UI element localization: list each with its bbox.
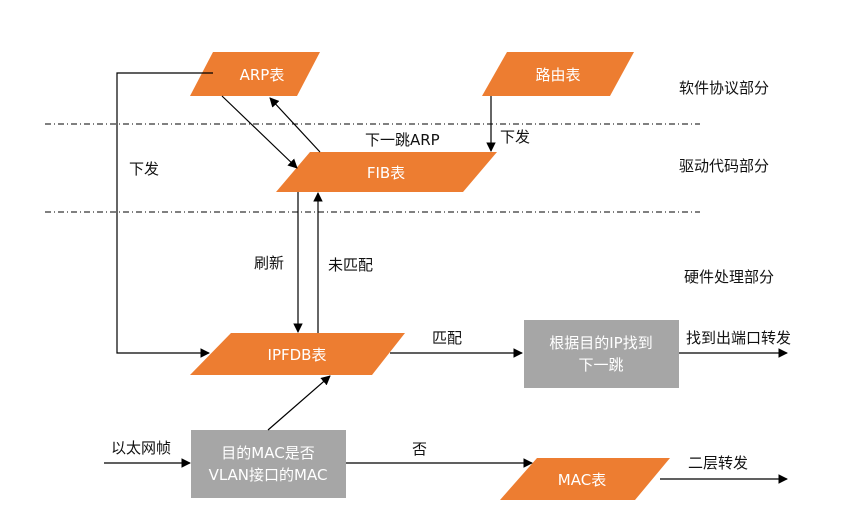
arp-table-label: ARP表 (240, 66, 285, 84)
edge-label-ethernet-frame: 以太网帧 (111, 439, 171, 457)
mac-table-node (500, 458, 670, 500)
next-hop-lookup-line1: 根据目的IP找到 (549, 334, 652, 352)
layer-label-driver: 驱动代码部分 (679, 157, 769, 175)
fib-to-arp-edge (269, 97, 321, 153)
edge-label-egress-forward: 找到出端口转发 (686, 329, 791, 347)
route-table-node (482, 52, 634, 96)
mac-check-line2: VLAN接口的MAC (209, 466, 328, 484)
mac-check-box (191, 430, 346, 498)
fib-table-label: FIB表 (367, 164, 405, 182)
mac-check-to-ipfdb-edge (267, 375, 331, 431)
ipfdb-table-node (190, 333, 405, 375)
fib-table-node (276, 152, 497, 192)
edge-label-no-match: 未匹配 (328, 256, 373, 274)
route-table-label: 路由表 (535, 66, 580, 84)
next-hop-lookup-line2: 下一跳 (578, 356, 623, 374)
arp-to-fib-edge (221, 95, 298, 169)
arp-to-ipfdb-download-edge (116, 72, 213, 358)
mac-table-label: MAC表 (558, 471, 606, 489)
edge-label-l2-forward: 二层转发 (688, 454, 748, 472)
edge-label-refresh: 刷新 (254, 254, 284, 272)
edge-label-download-left: 下发 (129, 160, 159, 178)
arp-table-node (190, 52, 320, 96)
edge-label-download-route: 下发 (500, 128, 530, 146)
ipfdb-table-label: IPFDB表 (268, 346, 327, 364)
mac-check-line1: 目的MAC是否 (221, 444, 314, 462)
next-hop-lookup-box (524, 320, 679, 388)
layer-label-software: 软件协议部分 (679, 79, 769, 97)
edge-label-no: 否 (412, 440, 427, 458)
edge-label-next-hop-arp: 下一跳ARP (365, 131, 440, 149)
layer-label-hardware: 硬件处理部分 (684, 268, 774, 286)
edge-label-match: 匹配 (432, 329, 462, 347)
